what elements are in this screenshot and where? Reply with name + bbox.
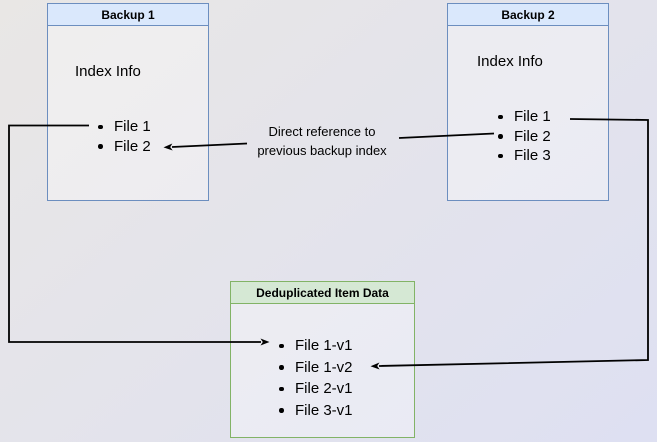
backup2-header: Backup 2 [448,4,608,26]
file-list-item: File 3 [498,146,551,166]
file-list-item: File 3-v1 [279,400,353,422]
backup2-index-info-label: Index Info [477,53,543,70]
file-list-item: File 1 [498,107,551,127]
file-list-item: File 2 [498,127,551,147]
backup1-box: Backup 1 Index Info File 1 File 2 [47,3,209,201]
reference-annotation-line1: Direct reference to [268,124,376,139]
dedup-header: Deduplicated Item Data [231,282,414,304]
dedup-file-list: File 1-v1 File 1-v2 File 2-v1 File 3-v1 [279,335,353,421]
backup1-file-list: File 1 File 2 [98,117,151,156]
backup1-index-info-label: Index Info [75,63,141,80]
deduplicated-item-data-box: Deduplicated Item Data File 1-v1 File 1-… [230,281,415,438]
file-list-item: File 1 [98,117,151,137]
backup2-file-list: File 1 File 2 File 3 [498,107,551,166]
file-list-item: File 2-v1 [279,378,353,400]
backup1-header: Backup 1 [48,4,208,26]
file-list-item: File 2 [98,137,151,157]
reference-annotation-line2: previous backup index [257,143,387,158]
backup2-box: Backup 2 Index Info File 1 File 2 File 3 [447,3,609,201]
file-list-item: File 1-v1 [279,335,353,357]
reference-annotation: Direct reference to previous backup inde… [237,122,407,160]
file-list-item: File 1-v2 [279,357,353,379]
